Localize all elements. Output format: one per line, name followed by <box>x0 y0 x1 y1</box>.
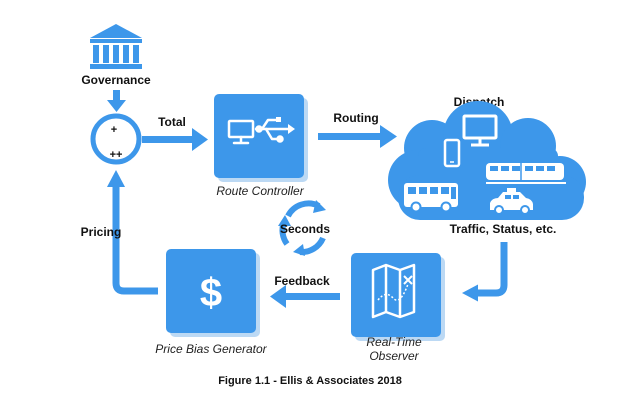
summing-double-plus-sign: ++ <box>110 149 123 161</box>
route-controller-box <box>214 94 304 178</box>
route-controller-caption: Route Controller <box>216 184 304 198</box>
train-icon <box>486 163 566 184</box>
phone-icon <box>443 138 461 168</box>
routing-label: Routing <box>333 111 378 125</box>
cycle-arrows-icon <box>278 200 326 256</box>
monitor-icon <box>462 114 498 147</box>
monitor-usb-icon <box>227 117 295 145</box>
dollar-icon: $ <box>200 271 222 315</box>
routing-arrow <box>318 125 397 148</box>
governance-arrow <box>107 90 126 112</box>
summing-plus-sign: + <box>111 124 117 136</box>
seconds-label: Seconds <box>280 222 330 236</box>
summing-junction: + ++ <box>90 113 142 165</box>
bank-building-icon <box>90 24 142 69</box>
feedback-label: Feedback <box>274 274 330 288</box>
observer-box <box>351 253 441 337</box>
map-icon <box>371 263 416 319</box>
traffic-elbow-arrow <box>462 242 508 302</box>
feedback-arrow <box>270 285 340 308</box>
price-bias-box <box>166 249 256 333</box>
price-bias-caption: Price Bias Generator <box>155 342 267 356</box>
figure-caption: Figure 1.1 - Ellis & Associates 2018 <box>218 375 402 387</box>
total-label: Total <box>158 115 186 129</box>
traffic-status-label: Traffic, Status, etc. <box>450 222 557 236</box>
total-arrow <box>142 128 208 151</box>
taxi-icon <box>490 188 533 215</box>
governance-label: Governance <box>81 73 151 87</box>
pricing-label: Pricing <box>81 225 122 239</box>
observer-caption-line2: Observer <box>369 349 419 363</box>
bus-icon <box>404 183 458 213</box>
pricing-return-arrow <box>107 170 158 295</box>
observer-caption-line1: Real-Time <box>366 335 422 349</box>
cloud-vehicles-icon <box>388 101 586 220</box>
